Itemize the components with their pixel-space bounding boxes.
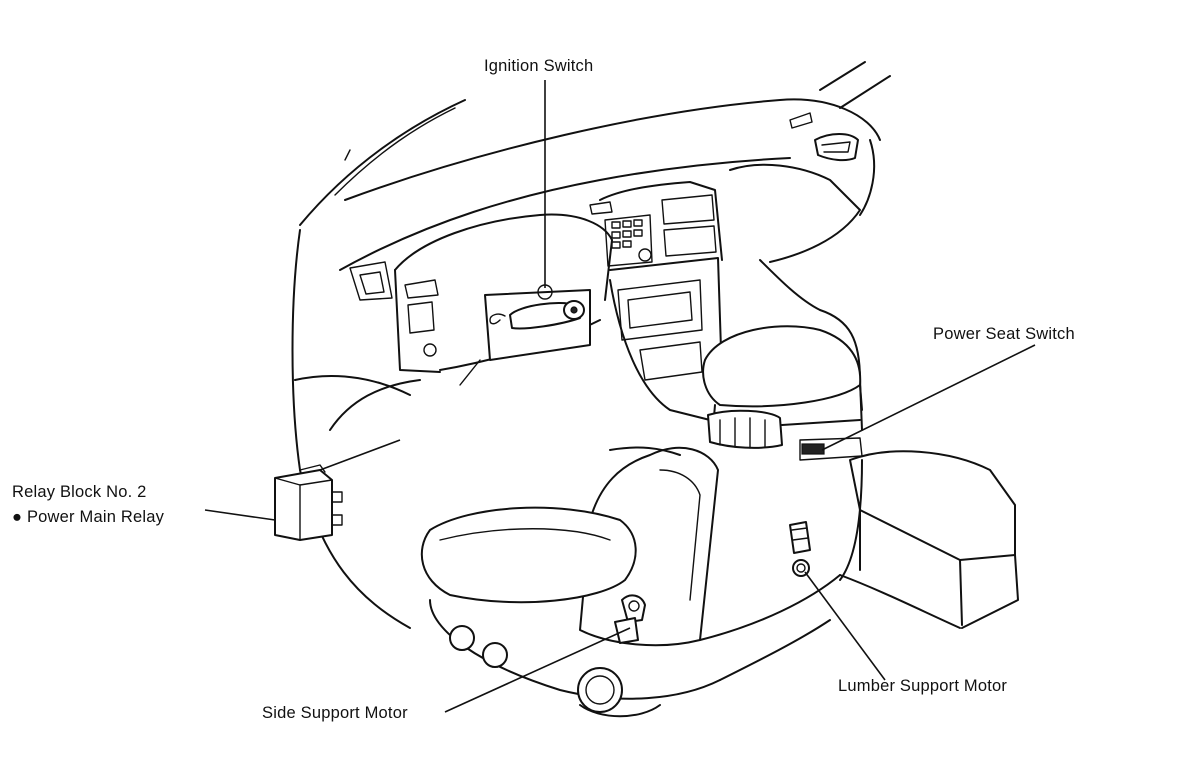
radio-buttons [611, 219, 652, 262]
power-seat-switch-label: Power Seat Switch [933, 325, 1075, 343]
relay-wire [319, 439, 401, 471]
relay-block-label: Relay Block No. 2 [12, 483, 147, 501]
lumber-support-motor-part [789, 521, 811, 577]
side-support-motor-part [614, 594, 646, 644]
shift-console [702, 325, 863, 461]
power-main-relay-label: ● Power Main Relay [12, 508, 165, 526]
relay-block-part [274, 464, 343, 541]
lumber-support-leader [804, 571, 886, 681]
side-support-leader [444, 627, 631, 713]
leader-lines [204, 80, 1036, 713]
lumber-support-motor-label: Lumber Support Motor [838, 677, 1008, 695]
side-support-motor-label: Side Support Motor [262, 704, 408, 722]
instrument-cluster [394, 213, 613, 386]
windshield-pillar [299, 61, 891, 226]
ignition-switch-label: Ignition Switch [484, 57, 594, 75]
driver-seat [420, 446, 863, 718]
relay-block-leader [204, 509, 276, 521]
armrest [839, 450, 1019, 629]
power-seat-leader [821, 344, 1036, 451]
steering-column [484, 284, 591, 361]
dashboard-top [339, 98, 881, 271]
center-stack [589, 181, 723, 421]
left-door-panel [291, 229, 421, 629]
